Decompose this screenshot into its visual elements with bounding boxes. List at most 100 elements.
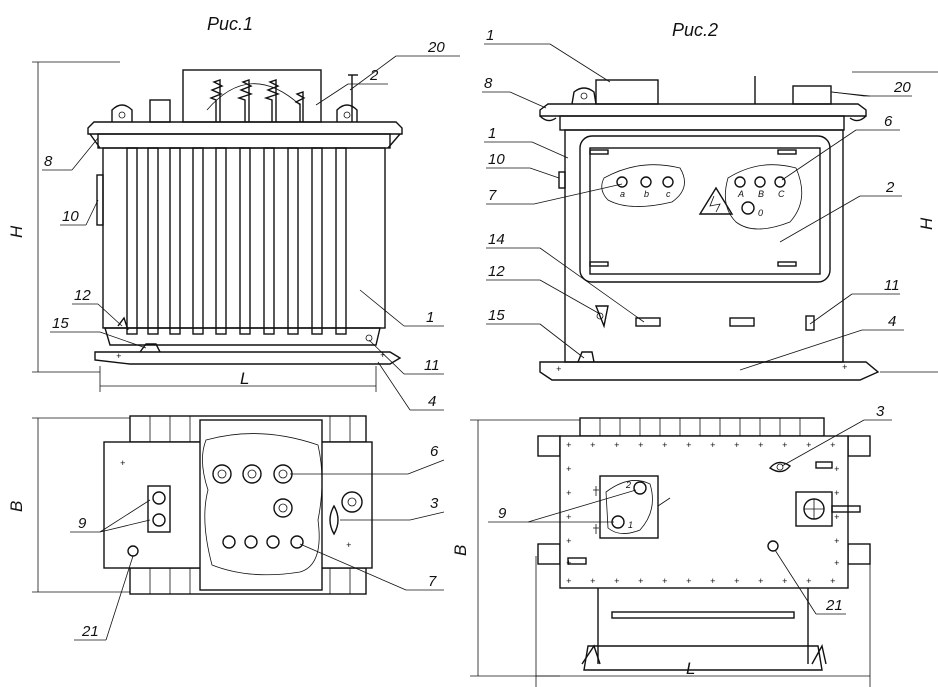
figure1-top-view: B — [7, 415, 445, 641]
callout-label: 9 — [498, 505, 507, 522]
callout-label: 8 — [484, 75, 493, 92]
svg-text:+: + — [834, 512, 839, 522]
svg-text:+: + — [806, 576, 811, 586]
callout-label: 12 — [74, 287, 91, 304]
radiator-fins-top-2 — [599, 418, 801, 436]
svg-text:+: + — [566, 576, 571, 586]
svg-text:+: + — [734, 440, 739, 450]
switch-position-label: 2 — [625, 480, 631, 490]
svg-text:+: + — [710, 576, 715, 586]
svg-text:+: + — [830, 576, 835, 586]
switch-position-label: 1 — [628, 520, 633, 530]
lv-terminals-top — [222, 535, 304, 549]
svg-text:+: + — [662, 576, 667, 586]
svg-text:+: + — [686, 576, 691, 586]
svg-text:+: + — [566, 536, 571, 546]
radiator-fins-top — [129, 415, 367, 595]
callout-label: 1 — [486, 27, 494, 44]
neutral-terminal-label: 0 — [758, 208, 763, 218]
callout-label: 11 — [884, 277, 900, 294]
lv-terminal-label: a — [620, 189, 625, 199]
warning-triangle-icon — [698, 186, 734, 215]
lv-terminals-front: a b c — [616, 176, 674, 199]
callout-label: 21 — [825, 597, 843, 614]
figure2-top-view: B + + + + + + + + + + + + + + + + + + + + — [451, 403, 892, 687]
callout-label: 15 — [52, 315, 69, 332]
svg-text:+: + — [842, 362, 847, 372]
callout-label: 10 — [62, 208, 79, 225]
callout-label: 6 — [884, 113, 893, 130]
svg-text:+: + — [834, 488, 839, 498]
svg-text:+: + — [566, 488, 571, 498]
svg-text:+: + — [782, 576, 787, 586]
callout-label: 2 — [885, 179, 895, 196]
callout-label: 3 — [876, 403, 885, 420]
callout-label: 2 — [369, 67, 379, 84]
callout-label: 3 — [430, 495, 439, 512]
svg-text:+: + — [614, 576, 619, 586]
figure1-title: Рис.1 — [207, 14, 253, 34]
hv-terminals-top — [212, 464, 293, 518]
svg-text:+: + — [710, 440, 715, 450]
callout-label: 10 — [488, 151, 505, 168]
figure1-side-view: Рис.1 H — [7, 14, 460, 411]
callout-label: 4 — [888, 313, 896, 330]
svg-text:+: + — [590, 576, 595, 586]
figure1-top-callouts: 6 3 7 9 21 — [70, 443, 445, 641]
cover-bolts: + + + + + + + + + + + + + + + + + + + + + + + + + + +… — [566, 440, 839, 586]
svg-text:+: + — [686, 440, 691, 450]
lv-terminal-label: b — [644, 189, 649, 199]
callout-label: 15 — [488, 307, 505, 324]
figure2-front-callouts: 1 8 20 1 6 10 7 2 14 12 11 15 4 — [482, 27, 912, 371]
svg-text:+: + — [120, 458, 125, 468]
bushings — [209, 79, 306, 122]
radiator-fins — [126, 147, 347, 335]
lv-terminal-label: c — [666, 189, 671, 199]
svg-text:+: + — [566, 440, 571, 450]
svg-text:+: + — [758, 440, 763, 450]
callout-label: 20 — [893, 79, 911, 96]
svg-text:+: + — [734, 576, 739, 586]
svg-text:+: + — [834, 558, 839, 568]
svg-text:+: + — [566, 512, 571, 522]
callout-label: 21 — [81, 623, 99, 640]
callout-label: 9 — [78, 515, 87, 532]
svg-text:+: + — [806, 440, 811, 450]
svg-text:+: + — [662, 440, 667, 450]
hv-terminal-label: A — [737, 189, 744, 199]
figure2-dim-width: B — [451, 545, 470, 556]
figure2-dim-length: L — [686, 659, 695, 678]
figure2-title: Рис.2 — [672, 20, 718, 40]
svg-text:+: + — [834, 464, 839, 474]
callout-label: 20 — [427, 39, 445, 56]
callout-label: 6 — [430, 443, 439, 460]
svg-text:+: + — [758, 576, 763, 586]
figure1-dim-length: L — [240, 369, 249, 388]
figure1-side-callouts: 20 2 8 10 12 15 1 11 4 — [42, 39, 460, 411]
svg-text:+: + — [638, 440, 643, 450]
svg-text:+: + — [782, 440, 787, 450]
svg-text:+: + — [638, 576, 643, 586]
figure2-dim-height: H — [917, 217, 936, 230]
svg-text:+: + — [556, 364, 561, 374]
svg-text:+: + — [590, 440, 595, 450]
callout-label: 14 — [488, 231, 505, 248]
figure2-top-callouts: 3 9 21 — [488, 403, 892, 615]
callout-label: 7 — [428, 573, 437, 590]
callout-label: 12 — [488, 263, 505, 280]
callout-label: 7 — [488, 187, 497, 204]
figure2-front-view: Рис.2 a b c — [482, 20, 938, 381]
hv-terminal-label: B — [758, 189, 764, 199]
callout-label: 8 — [44, 153, 53, 170]
svg-text:+: + — [566, 464, 571, 474]
svg-text:+: + — [614, 440, 619, 450]
svg-text:+: + — [380, 350, 385, 360]
svg-text:+: + — [346, 540, 351, 550]
figure1-dim-width: B — [7, 501, 26, 512]
hv-terminals-front: A B C 0 — [734, 176, 786, 218]
callout-label: 4 — [428, 393, 436, 410]
figure1-dim-height: H — [7, 225, 26, 238]
hv-terminal-label: C — [778, 189, 785, 199]
svg-text:+: + — [830, 440, 835, 450]
